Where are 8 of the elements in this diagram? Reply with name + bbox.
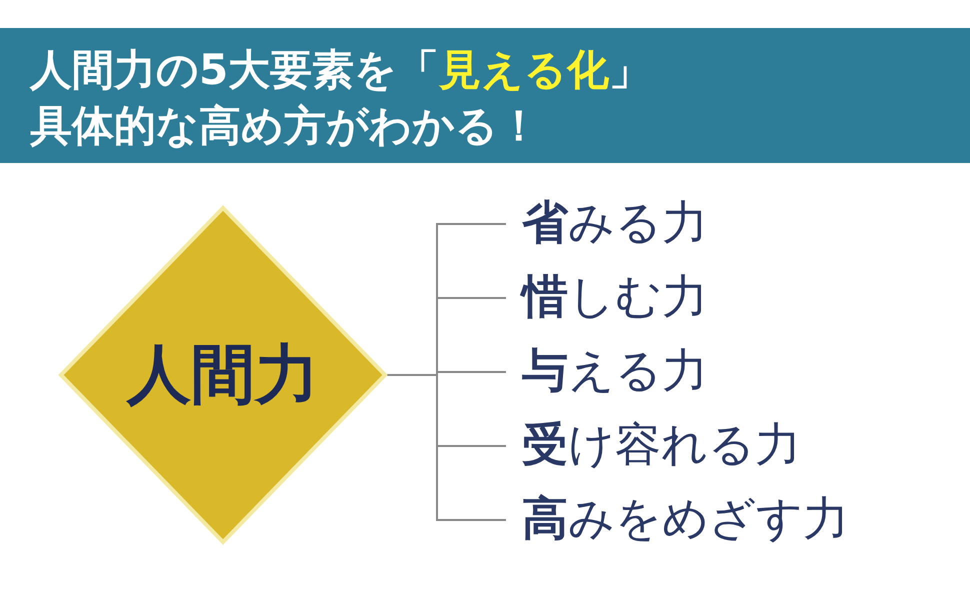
item-label: 受け容れる力 bbox=[522, 412, 801, 476]
item-label: 惜しむ力 bbox=[522, 264, 708, 328]
item-label: 与える力 bbox=[522, 338, 708, 402]
title-text: 人間力の5大要素を「見える化」具体的な高め方がわかる！ bbox=[30, 44, 652, 152]
item-label: 省みる力 bbox=[522, 190, 708, 254]
decision-diamond: 人間力 bbox=[58, 205, 388, 545]
item-label: 高みをめざす力 bbox=[522, 486, 849, 550]
connector-line bbox=[385, 374, 506, 521]
